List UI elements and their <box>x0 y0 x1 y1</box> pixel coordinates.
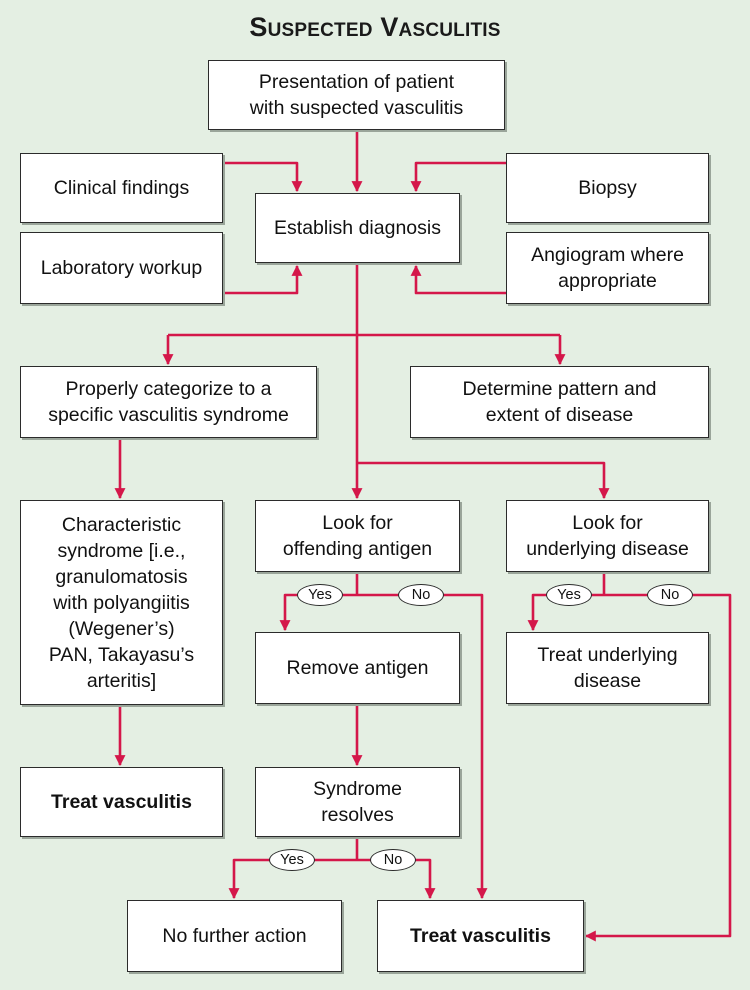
antigen-no-label: No <box>398 584 444 606</box>
underlying-yes-label: Yes <box>546 584 592 606</box>
resolves-yes-label: Yes <box>269 849 315 871</box>
presentation-text: Presentation of patient with suspected v… <box>249 71 464 119</box>
angiogram-box: Angiogram where appropriate <box>506 232 709 304</box>
angiogram-text: Angiogram where appropriate <box>531 244 684 292</box>
antigen-yes-label: Yes <box>297 584 343 606</box>
syndrome-resolves-text: Syndrome resolves <box>313 778 402 826</box>
no-further-action-text: No further action <box>162 925 307 947</box>
connector-clinical-to-diagnosis <box>223 161 303 193</box>
connector-resolves-yes-path <box>228 858 357 900</box>
underlying-disease-box: Look for underlying disease <box>506 500 709 572</box>
syndrome-resolves-box: Syndrome resolves <box>255 767 460 837</box>
treat-underlying-text: Treat underlying disease <box>537 644 678 692</box>
determine-pattern-text: Determine pattern and extent of disease <box>462 378 657 426</box>
offending-antigen-text: Look for offending antigen <box>282 512 433 560</box>
offending-antigen-box: Look for offending antigen <box>255 500 460 572</box>
treat-underlying-box: Treat underlying disease <box>506 632 709 704</box>
treat-vasculitis-left-text: Treat vasculitis <box>51 791 192 813</box>
laboratory-workup-text: Laboratory workup <box>40 257 203 279</box>
connector-angiogram-to-diagnosis <box>410 264 506 295</box>
establish-diagnosis-text: Establish diagnosis <box>274 217 441 239</box>
resolves-no-label: No <box>370 849 416 871</box>
presentation-box: Presentation of patient with suspected v… <box>208 60 505 130</box>
no-further-action-box: No further action <box>127 900 342 972</box>
categorize-text: Properly categorize to a specific vascul… <box>48 378 289 426</box>
characteristic-syndrome-box: Characteristic syndrome [i.e., granuloma… <box>20 500 223 705</box>
characteristic-syndrome-text: Characteristic syndrome [i.e., granuloma… <box>48 513 195 692</box>
remove-antigen-text: Remove antigen <box>286 657 429 679</box>
treat-vasculitis-bottom-text: Treat vasculitis <box>410 925 551 947</box>
biopsy-text: Biopsy <box>578 177 637 199</box>
determine-pattern-box: Determine pattern and extent of disease <box>410 366 709 438</box>
clinical-findings-text: Clinical findings <box>53 177 190 199</box>
clinical-findings-box: Clinical findings <box>20 153 223 223</box>
establish-diagnosis-box: Establish diagnosis <box>255 193 460 263</box>
underlying-disease-text: Look for underlying disease <box>526 512 689 560</box>
laboratory-workup-box: Laboratory workup <box>20 232 223 304</box>
connector-laboratory-to-diagnosis <box>223 264 303 295</box>
categorize-box: Properly categorize to a specific vascul… <box>20 366 317 438</box>
biopsy-box: Biopsy <box>506 153 709 223</box>
treat-vasculitis-left-box: Treat vasculitis <box>20 767 223 837</box>
treat-vasculitis-bottom-box: Treat vasculitis <box>377 900 584 972</box>
chart-title: Suspected Vasculitis <box>249 12 501 42</box>
connector-trunk-to-underlying <box>357 461 610 500</box>
remove-antigen-box: Remove antigen <box>255 632 460 704</box>
underlying-no-label: No <box>647 584 693 606</box>
connector-biopsy-to-diagnosis <box>410 161 506 193</box>
